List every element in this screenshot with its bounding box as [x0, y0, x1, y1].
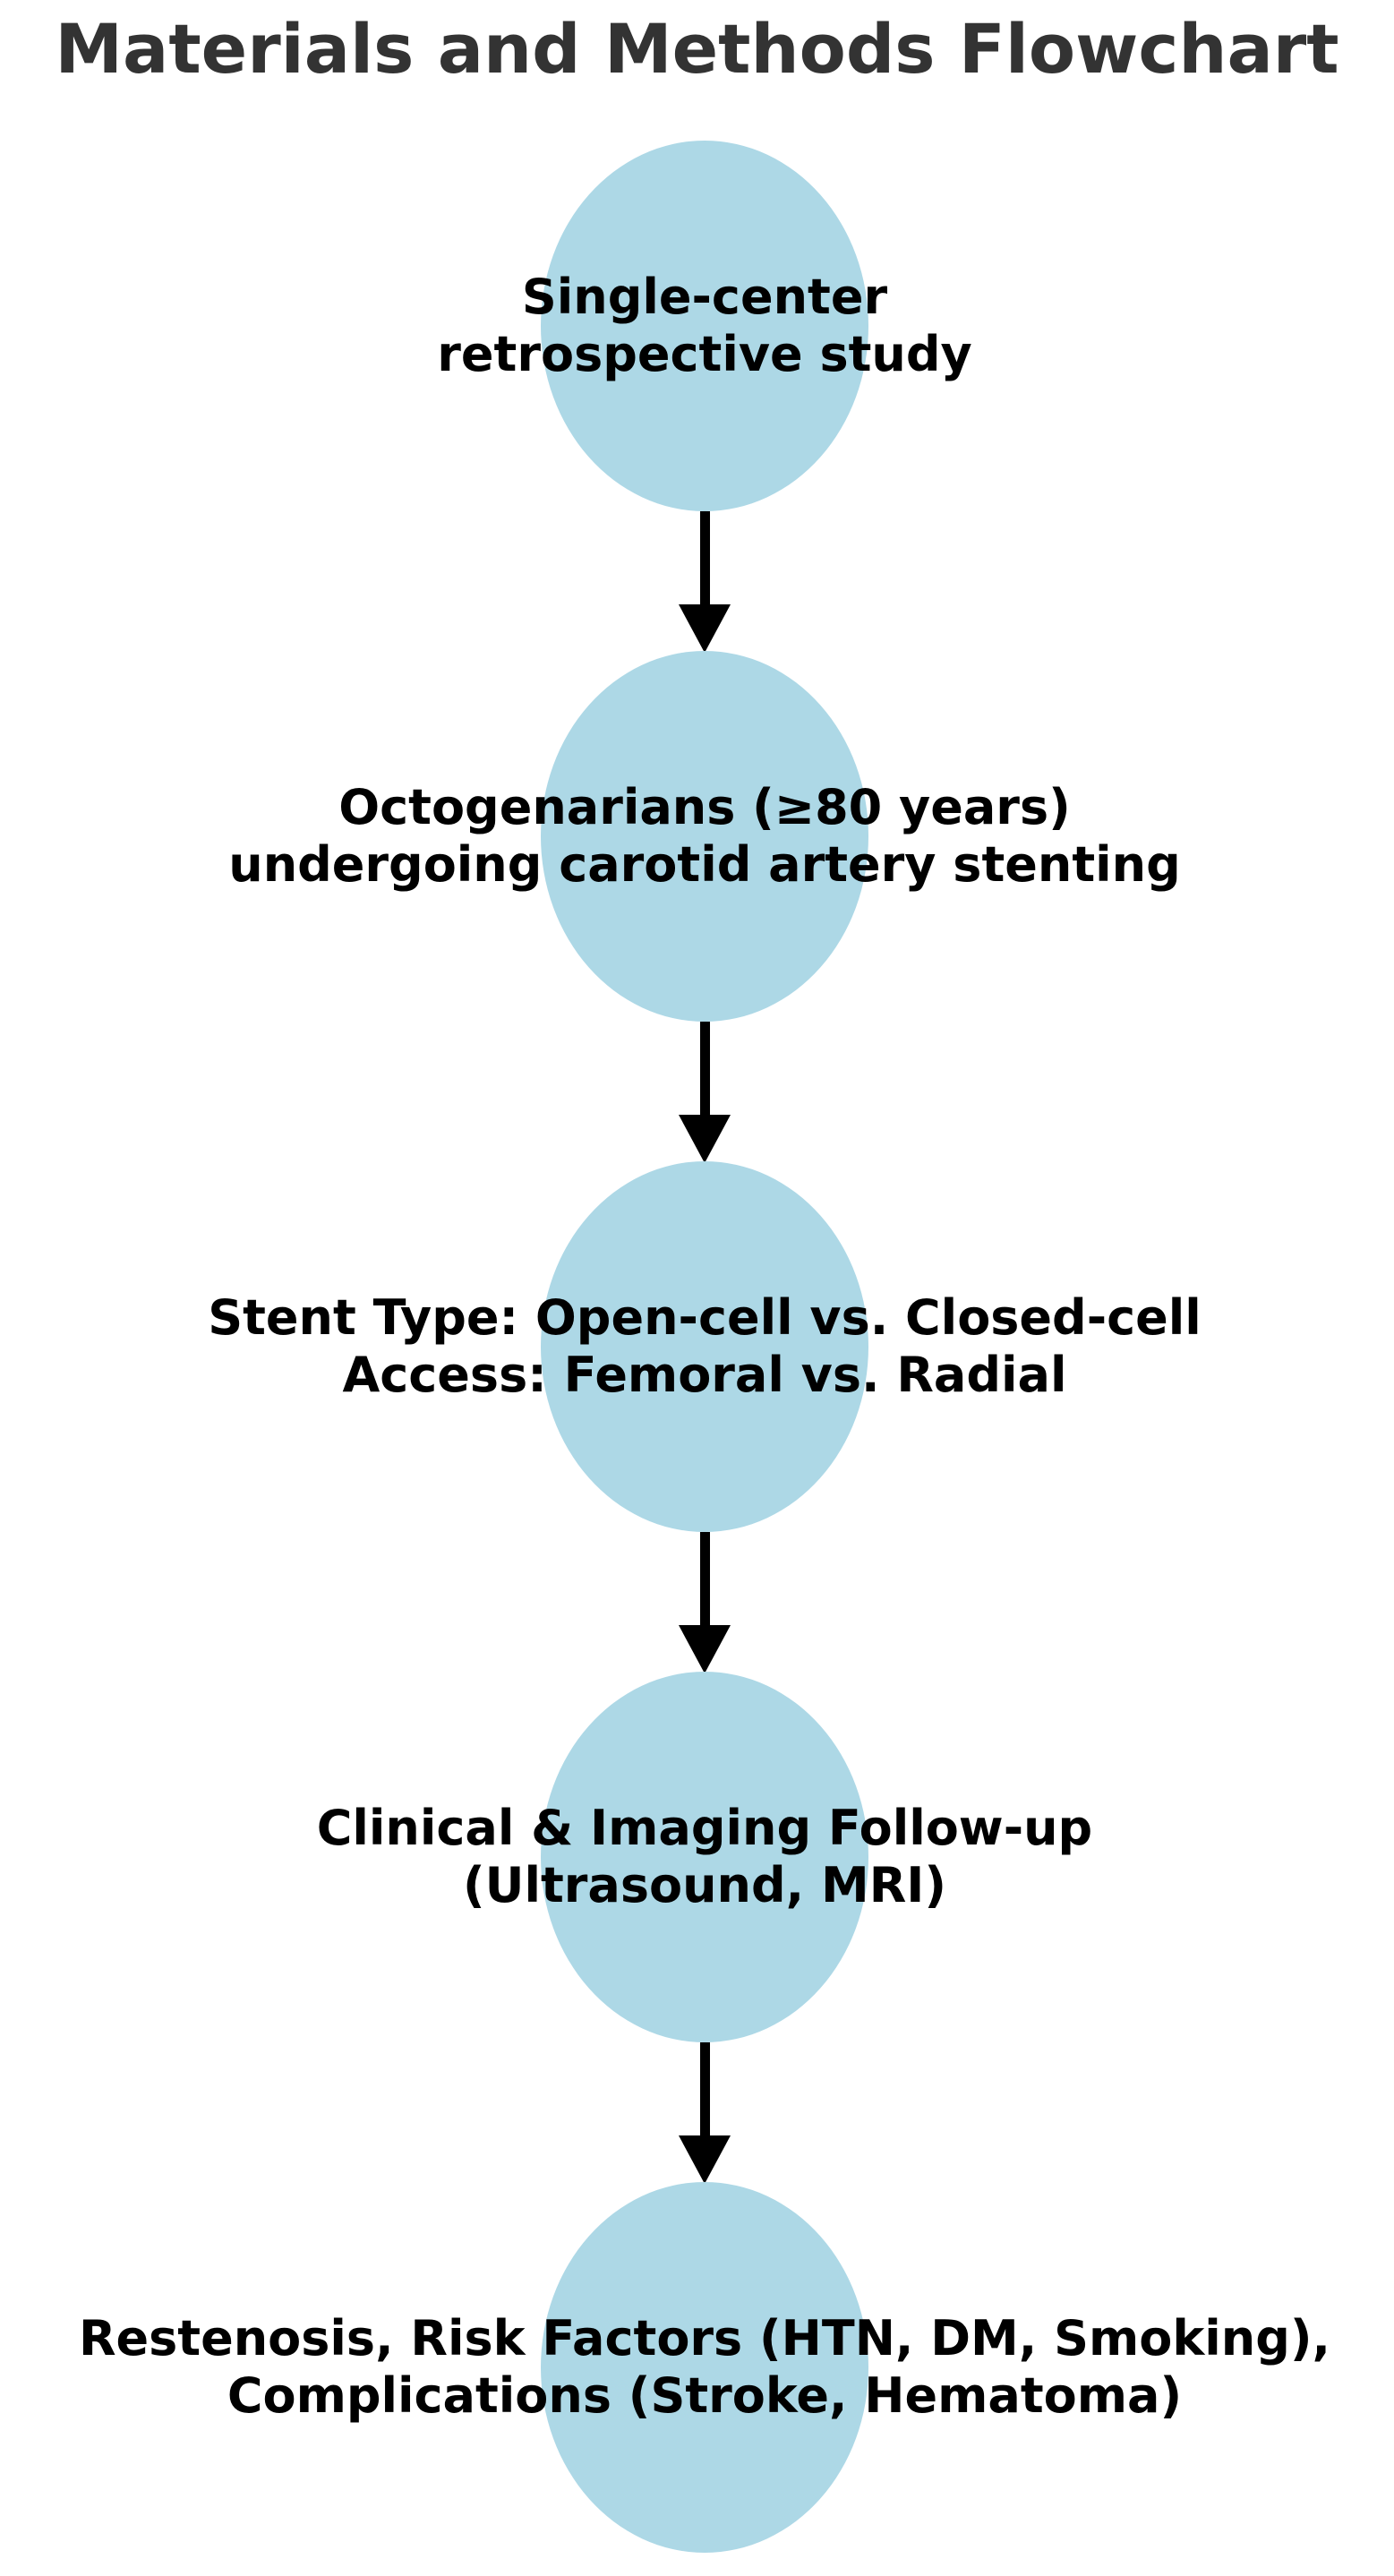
down-arrow-connector: [679, 1022, 731, 1163]
down-arrow-connector: [679, 1532, 731, 1673]
node-label-line: Single-center: [521, 269, 888, 325]
node-label-population: Octogenarians (≥80 years) undergoing car…: [228, 779, 1181, 894]
node-label-intervention: Stent Type: Open-cell vs. Closed-cell Ac…: [208, 1289, 1202, 1404]
arrow-shaft: [699, 1532, 710, 1625]
flow-node-ellipse-outcomes: [541, 2182, 868, 2553]
node-label-line: (Ultrasound, MRI): [462, 1857, 947, 1913]
down-arrow-connector: [679, 511, 731, 653]
node-label-outcomes: Restenosis, Risk Factors (HTN, DM, Smoki…: [79, 2310, 1330, 2425]
flowchart-title: Materials and Methods Flowchart: [55, 9, 1339, 89]
node-label-line: Restenosis, Risk Factors (HTN, DM, Smoki…: [78, 2310, 1331, 2366]
node-label-line: undergoing carotid artery stenting: [228, 836, 1181, 893]
arrow-head-icon: [679, 1115, 731, 1163]
arrow-head-icon: [679, 604, 731, 653]
node-label-line: Stent Type: Open-cell vs. Closed-cell: [208, 1289, 1202, 1346]
arrow-shaft: [699, 2042, 710, 2135]
flow-node-ellipse-follow-up: [541, 1672, 868, 2042]
node-label-line: Octogenarians (≥80 years): [338, 779, 1071, 835]
arrow-shaft: [699, 511, 710, 604]
flow-node-ellipse-intervention: [541, 1161, 868, 1532]
down-arrow-connector: [679, 2042, 731, 2184]
node-label-line: Access: Femoral vs. Radial: [342, 1347, 1067, 1403]
node-label-follow-up: Clinical & Imaging Follow-up (Ultrasound…: [317, 1800, 1092, 1914]
flow-node-ellipse-population: [541, 651, 868, 1022]
arrow-head-icon: [679, 2135, 731, 2184]
node-label-line: Complications (Stroke, Hematoma): [227, 2367, 1183, 2424]
node-label-line: retrospective study: [437, 326, 972, 382]
node-label-study-design: Single-center retrospective study: [437, 269, 971, 383]
arrow-head-icon: [679, 1625, 731, 1673]
arrow-shaft: [699, 1022, 710, 1115]
flow-node-ellipse-study-design: [541, 141, 868, 511]
node-label-line: Clinical & Imaging Follow-up: [316, 1800, 1093, 1856]
